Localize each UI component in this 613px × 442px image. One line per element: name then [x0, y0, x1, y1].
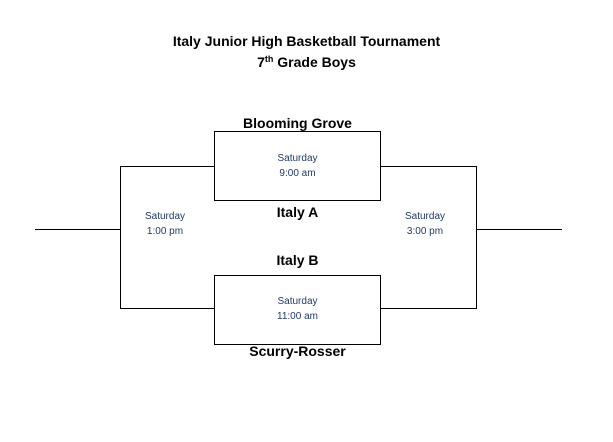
game1-day: Saturday [277, 153, 318, 164]
game1-time: 9:00 am [279, 168, 316, 179]
game1-info: Saturday 9:00 am [214, 151, 381, 181]
consolation-time: 1:00 pm [146, 226, 184, 237]
left-bracket-vertical-line [120, 166, 121, 308]
tournament-subtitle: 7th Grade Boys [0, 53, 613, 71]
championship-day: Saturday [404, 211, 446, 222]
grade-number: 7 [257, 54, 265, 70]
consolation-game-info: Saturday 1:00 pm [130, 209, 200, 239]
championship-time: 3:00 pm [406, 226, 444, 237]
consolation-day: Saturday [144, 211, 186, 222]
team-scurry-rosser: Scurry-Rosser [249, 343, 346, 359]
grade-label: Grade Boys [273, 54, 356, 70]
grade-suffix: th [264, 54, 274, 64]
tournament-title: Italy Junior High Basketball Tournament [172, 33, 441, 49]
left-bracket-bottom-line [120, 308, 214, 309]
team-italy-b: Italy B [276, 252, 319, 268]
left-outcome-line [35, 229, 120, 230]
team-italy-a: Italy A [276, 204, 319, 220]
championship-game-info: Saturday 3:00 pm [390, 209, 460, 239]
right-bracket-top-line [381, 166, 477, 167]
right-bracket-vertical-line [476, 166, 477, 308]
game-box-top [214, 131, 381, 201]
game-box-bottom [214, 275, 381, 345]
right-outcome-line [477, 229, 562, 230]
right-bracket-bottom-line [381, 308, 477, 309]
game2-info: Saturday 11:00 am [214, 294, 381, 324]
left-bracket-top-line [120, 166, 214, 167]
team-blooming-grove: Blooming Grove [243, 115, 352, 131]
game2-time: 11:00 am [277, 311, 318, 322]
game2-day: Saturday [277, 296, 318, 307]
